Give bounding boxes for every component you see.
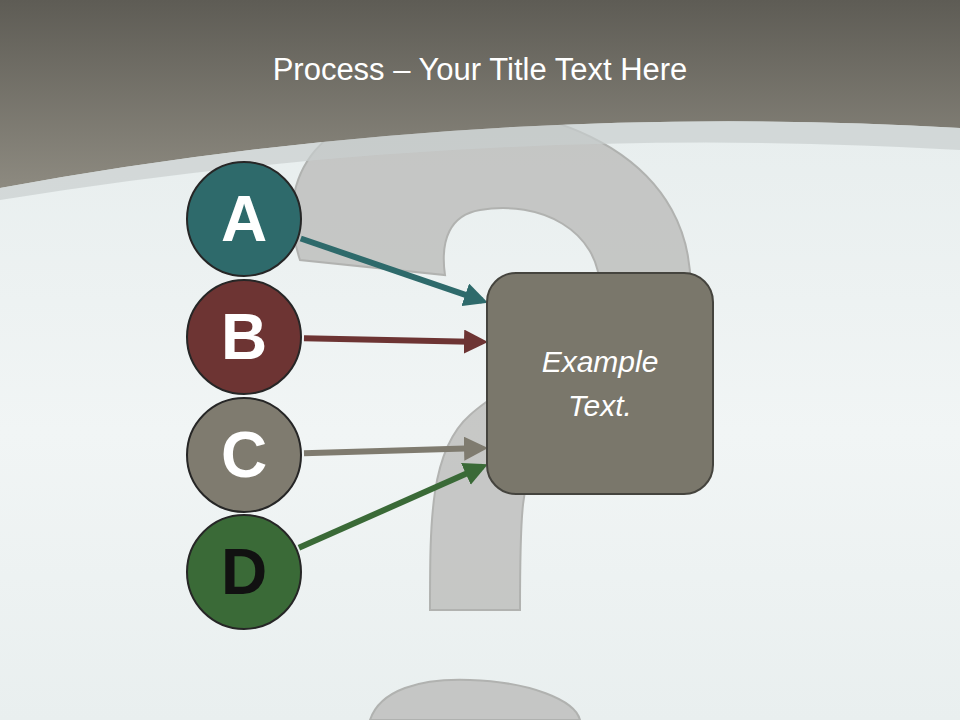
arrow-connector <box>304 338 482 342</box>
slide-title: Process – Your Title Text Here <box>0 52 960 88</box>
arrow-connector <box>304 448 482 453</box>
example-box: Example Text. <box>486 272 714 495</box>
box-text: Example Text. <box>525 340 675 427</box>
letter-circle: B <box>186 279 302 395</box>
arrow-connector <box>299 467 482 548</box>
arrow-connector <box>301 238 482 300</box>
letter-label: D <box>221 535 267 609</box>
header-band <box>0 0 960 188</box>
header-rim <box>0 121 960 200</box>
letter-label: B <box>221 300 267 374</box>
letter-circle: A <box>186 161 302 277</box>
letter-label: A <box>221 182 267 256</box>
letter-label: C <box>221 418 267 492</box>
letter-circle: C <box>186 397 302 513</box>
letter-circle: D <box>186 514 302 630</box>
